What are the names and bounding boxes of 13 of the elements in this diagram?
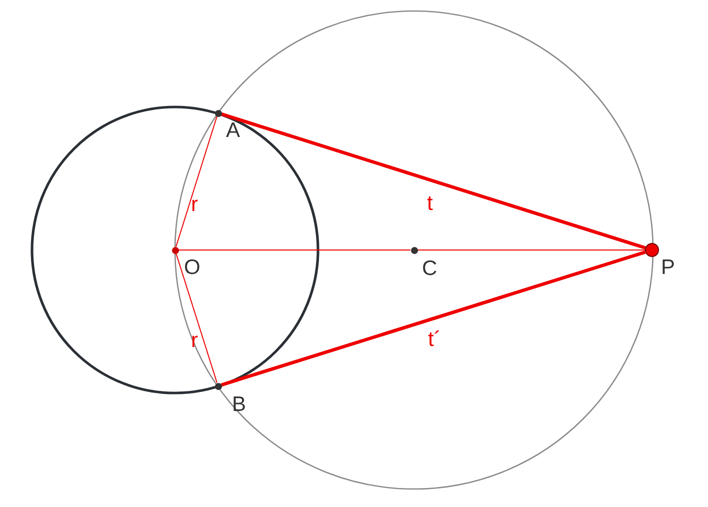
edge-label: r — [191, 194, 198, 215]
point-label: P — [661, 257, 676, 278]
edge-label: t´ — [428, 329, 441, 350]
tangent-line — [220, 250, 646, 387]
point-label: A — [226, 120, 240, 141]
line-segment — [176, 252, 218, 384]
tangent-line — [220, 112, 646, 250]
point-label: O — [184, 257, 200, 278]
edge-label: r — [191, 330, 198, 351]
point-label: B — [232, 394, 246, 415]
line-segment — [176, 116, 218, 248]
edge-label: t — [427, 193, 433, 214]
point-label: C — [422, 258, 438, 279]
